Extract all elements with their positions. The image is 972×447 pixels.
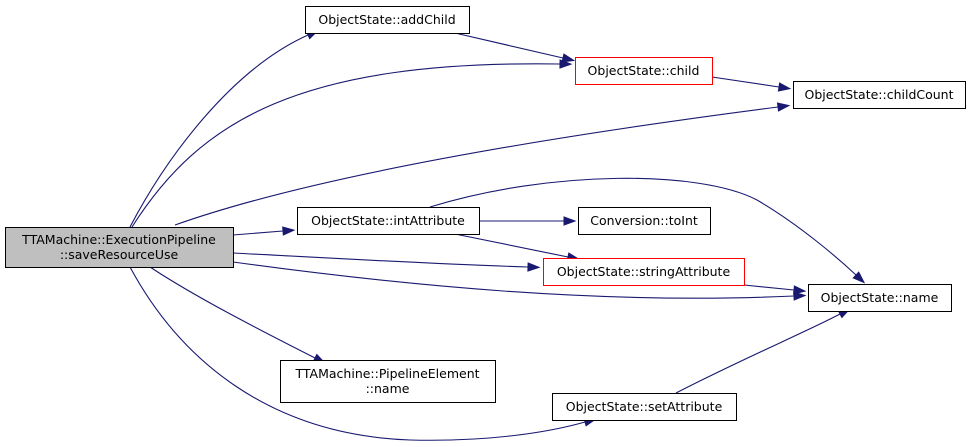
edge-line xyxy=(232,261,795,299)
edge-execpipeline-saveresourceuse-to-objectstate-childcount xyxy=(174,102,791,226)
node-box xyxy=(578,207,711,235)
node-box xyxy=(808,284,952,312)
node-box xyxy=(575,57,713,85)
edge-execpipeline-saveresourceuse-to-objectstate-child xyxy=(131,59,573,228)
edge-line xyxy=(232,230,284,236)
edge-objectstate-addchild-to-objectstate-child xyxy=(454,32,576,63)
node-label: ObjectState::name xyxy=(821,290,939,305)
edge-line xyxy=(454,32,564,59)
edge-execpipeline-saveresourceuse-to-objectstate-name xyxy=(232,261,807,301)
nodes-layer: TTAMachine::ExecutionPipeline::saveResou… xyxy=(5,6,966,421)
edge-objectstate-setattribute-to-objectstate-name xyxy=(675,308,852,394)
node-conversion-toint[interactable]: Conversion::toInt xyxy=(578,207,711,235)
edge-line xyxy=(129,266,586,441)
node-objectstate-childcount[interactable]: ObjectState::childCount xyxy=(793,81,966,109)
node-box xyxy=(552,393,737,421)
arrowhead-icon xyxy=(852,271,866,284)
node-label: ::name xyxy=(366,381,410,396)
edge-objectstate-intattribute-to-objectstate-stringattribute xyxy=(454,233,581,262)
arrowhead-icon xyxy=(777,82,792,92)
node-execpipeline-saveresourceuse: TTAMachine::ExecutionPipeline::saveResou… xyxy=(5,227,234,268)
edge-execpipeline-saveresourceuse-to-objectstate-setattribute xyxy=(129,266,598,441)
arrowhead-icon xyxy=(282,226,296,236)
node-box xyxy=(5,227,234,268)
node-objectstate-stringattribute[interactable]: ObjectState::stringAttribute xyxy=(543,258,745,286)
node-label: ::saveResourceUse xyxy=(60,247,179,262)
node-box xyxy=(543,258,745,286)
node-objectstate-intattribute[interactable]: ObjectState::intAttribute xyxy=(297,207,480,235)
edge-line xyxy=(129,34,309,228)
arrowhead-icon xyxy=(527,262,541,272)
node-objectstate-addchild[interactable]: ObjectState::addChild xyxy=(305,6,470,34)
edge-execpipeline-saveresourceuse-to-objectstate-intattribute xyxy=(232,226,296,236)
edge-objectstate-intattribute-to-objectstate-name xyxy=(429,177,866,284)
arrowhead-icon xyxy=(776,102,791,112)
node-label: ObjectState::setAttribute xyxy=(566,399,723,414)
node-box xyxy=(793,81,966,109)
node-label: TTAMachine::ExecutionPipeline xyxy=(21,232,216,247)
arrowhead-icon xyxy=(561,53,576,63)
edge-execpipeline-saveresourceuse-to-objectstate-stringattribute xyxy=(232,252,541,272)
edge-line xyxy=(454,233,569,258)
edge-objectstate-stringattribute-to-objectstate-name xyxy=(743,284,807,295)
node-box xyxy=(305,6,470,34)
node-label: ObjectState::childCount xyxy=(804,87,953,102)
arrowhead-icon xyxy=(563,216,577,226)
edge-line xyxy=(174,106,779,226)
edges-layer xyxy=(129,29,866,441)
node-label: TTAMachine::PipelineElement xyxy=(294,366,479,381)
bottom-strip xyxy=(0,444,972,447)
node-label: ObjectState::addChild xyxy=(318,12,455,27)
node-box xyxy=(297,207,480,235)
edge-line xyxy=(149,266,316,359)
edge-execpipeline-saveresourceuse-to-pipelineelement-name xyxy=(149,266,327,364)
node-label: ObjectState::child xyxy=(588,63,700,78)
node-label: ObjectState::intAttribute xyxy=(311,213,465,228)
edge-line xyxy=(429,177,857,276)
edge-line xyxy=(232,252,529,268)
arrowhead-icon xyxy=(793,285,807,295)
edge-objectstate-intattribute-to-conversion-toint xyxy=(479,216,577,226)
edge-line xyxy=(675,313,841,394)
node-objectstate-setattribute[interactable]: ObjectState::setAttribute xyxy=(552,393,737,421)
edge-execpipeline-saveresourceuse-to-objectstate-addchild xyxy=(129,29,320,228)
edge-line xyxy=(131,63,561,228)
arrowhead-icon xyxy=(793,291,807,301)
node-label: ObjectState::stringAttribute xyxy=(557,264,731,279)
edge-objectstate-child-to-objectstate-childcount xyxy=(711,76,792,92)
edge-line xyxy=(743,284,795,291)
node-label: Conversion::toInt xyxy=(590,213,698,228)
node-box xyxy=(280,360,496,403)
node-objectstate-name[interactable]: ObjectState::name xyxy=(808,284,952,312)
node-objectstate-child[interactable]: ObjectState::child xyxy=(575,57,713,85)
node-pipelineelement-name[interactable]: TTAMachine::PipelineElement::name xyxy=(280,360,496,403)
edge-line xyxy=(711,76,780,88)
